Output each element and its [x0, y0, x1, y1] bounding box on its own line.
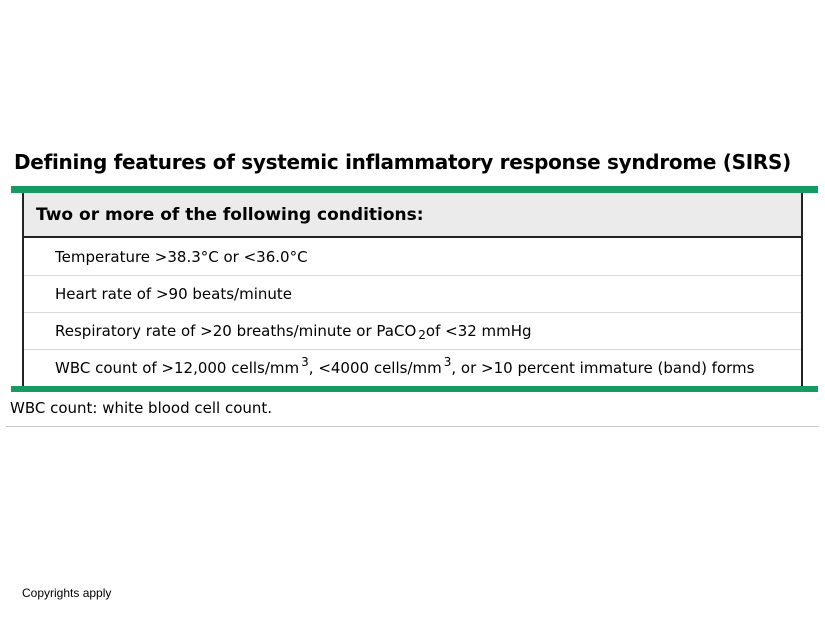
- row-text: Temperature >38.3°C or <36.0°C: [55, 247, 308, 266]
- row-text: Heart rate of >90 beats/minute: [55, 285, 292, 303]
- row-text: of <32 mmHg: [425, 322, 532, 340]
- page-title: Defining features of systemic inflammato…: [14, 150, 791, 174]
- table-top-accent-bar: [11, 186, 818, 193]
- table-header-label: Two or more of the following conditions:: [36, 204, 424, 225]
- row-text: , <4000 cells/mm: [308, 359, 442, 377]
- table-bottom-accent-bar: [11, 386, 818, 392]
- row-text: Respiratory rate of >20 breaths/minute o…: [55, 322, 417, 340]
- row-text: , or >10 percent immature (band) forms: [451, 359, 755, 377]
- sirs-criteria-table: Two or more of the following conditions:…: [22, 193, 803, 386]
- table-row: Temperature >38.3°C or <36.0°C: [24, 238, 801, 275]
- row-text: WBC count of >12,000 cells/mm: [55, 359, 300, 377]
- copyright-note: Copyrights apply: [22, 586, 112, 600]
- footnote-divider: [6, 426, 819, 427]
- table-row: Heart rate of >90 beats/minute: [24, 275, 801, 312]
- table-row: Respiratory rate of >20 breaths/minute o…: [24, 312, 801, 349]
- table-body: Temperature >38.3°C or <36.0°C Heart rate…: [24, 238, 801, 386]
- footnote-abbreviation: WBC count: white blood cell count.: [10, 399, 273, 417]
- table-header-row: Two or more of the following conditions:: [24, 193, 801, 238]
